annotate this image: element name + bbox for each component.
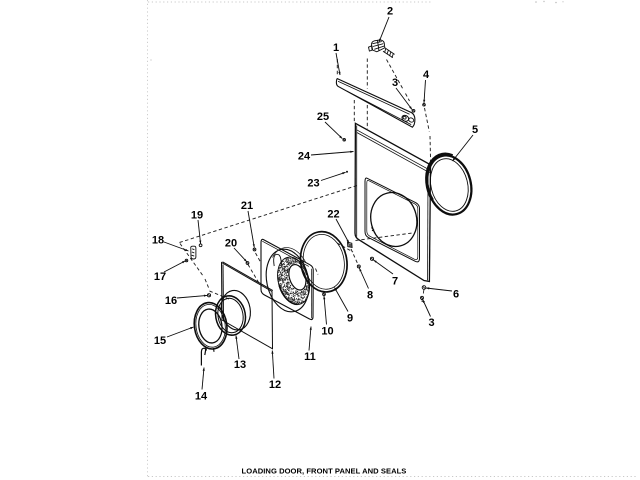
svg-text:20: 20 — [225, 238, 237, 250]
svg-text:8: 8 — [367, 290, 373, 302]
svg-text:21: 21 — [241, 200, 253, 212]
svg-text:15: 15 — [154, 335, 166, 347]
svg-text:9: 9 — [347, 313, 353, 325]
svg-text:22: 22 — [327, 209, 339, 221]
svg-text:19: 19 — [191, 210, 203, 222]
svg-text:25: 25 — [317, 111, 329, 123]
svg-text:12: 12 — [269, 379, 281, 391]
svg-text:10: 10 — [321, 326, 333, 338]
svg-text:6: 6 — [453, 289, 459, 301]
svg-text:LOADING DOOR, FRONT PANEL AND: LOADING DOOR, FRONT PANEL AND SEALS — [242, 467, 407, 476]
svg-text:1: 1 — [333, 42, 339, 54]
svg-text:13: 13 — [234, 359, 246, 371]
svg-text:5: 5 — [472, 124, 478, 136]
svg-text:18: 18 — [152, 235, 164, 247]
svg-text:3: 3 — [428, 317, 434, 329]
svg-text:17: 17 — [154, 271, 166, 283]
svg-text:4: 4 — [423, 69, 430, 81]
svg-text:16: 16 — [165, 295, 177, 307]
svg-text:11: 11 — [304, 351, 316, 363]
svg-text:2: 2 — [387, 6, 393, 18]
svg-text:3: 3 — [392, 77, 398, 89]
svg-text:14: 14 — [195, 391, 208, 403]
svg-text:24: 24 — [298, 151, 311, 163]
svg-text:7: 7 — [392, 276, 398, 288]
svg-text:23: 23 — [307, 178, 319, 190]
